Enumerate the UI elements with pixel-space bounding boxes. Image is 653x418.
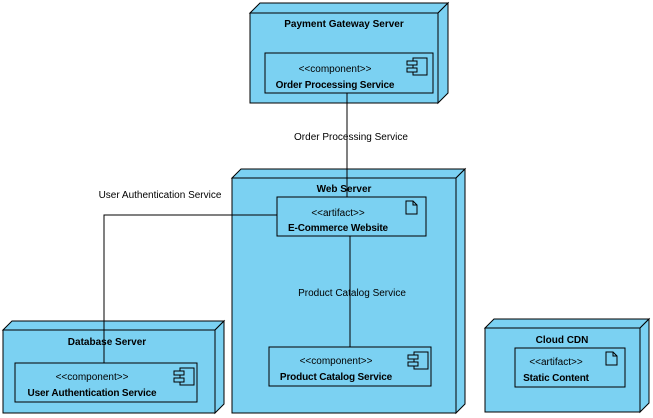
connector-label: User Authentication Service: [99, 190, 222, 201]
node-top-face[interactable]: [1, 320, 226, 331]
artifact-stereotype: <<artifact>>: [311, 208, 365, 219]
component-stereotype: <<component>>: [300, 356, 373, 367]
connector-line[interactable]: [103, 214, 277, 363]
artifact-stereotype: <<artifact>>: [529, 357, 583, 368]
component-stereotype: <<component>>: [299, 64, 372, 75]
connector-label: Order Processing Service: [294, 132, 408, 143]
node-title: Cloud CDN: [536, 335, 589, 346]
node-title: Web Server: [317, 184, 372, 195]
artifact-icon: [605, 351, 618, 366]
component-box[interactable]: [14, 362, 198, 403]
connector-product-catalog-service[interactable]: Product Catalog Service: [298, 236, 406, 347]
artifact-ecommerce-website[interactable]: <<artifact>> E-Commerce Website: [276, 196, 427, 237]
node-top-face[interactable]: [230, 168, 467, 179]
component-name: User Authentication Service: [28, 388, 158, 399]
node-side-face[interactable]: [455, 167, 466, 415]
artifact-static-content[interactable]: <<artifact>> Static Content: [514, 347, 626, 388]
artifact-icon: [405, 200, 418, 215]
connector-user-authentication-service[interactable]: User Authentication Service: [99, 190, 277, 363]
component-icon: [406, 57, 428, 76]
component-product-catalog-service[interactable]: <<component>> Product Catalog Service: [268, 346, 432, 387]
component-icon: [407, 351, 429, 370]
node-side-face[interactable]: [214, 319, 225, 415]
node-web-server[interactable]: Web Server <<artifact>> E-Commerce Websi…: [230, 167, 467, 415]
node-cloud-cdn[interactable]: Cloud CDN <<artifact>> Static Content: [483, 317, 651, 414]
component-box[interactable]: [268, 346, 432, 387]
artifact-box[interactable]: [276, 196, 427, 237]
component-user-authentication-service[interactable]: <<component>> User Authentication Servic…: [14, 362, 198, 403]
node-top-face[interactable]: [248, 2, 450, 14]
component-name: Order Processing Service: [276, 80, 395, 91]
node-title: Database Server: [68, 337, 146, 348]
artifact-name: Static Content: [523, 373, 589, 384]
node-payment-gateway-server[interactable]: Payment Gateway Server <<component>> Ord…: [248, 1, 450, 105]
node-side-face[interactable]: [437, 1, 449, 105]
node-side-face[interactable]: [639, 317, 650, 414]
component-order-processing-service[interactable]: <<component>> Order Processing Service: [264, 52, 434, 94]
node-database-server[interactable]: Database Server <<component>> User Authe…: [1, 319, 226, 415]
component-icon: [173, 367, 195, 386]
component-stereotype: <<component>>: [56, 372, 129, 383]
node-top-face[interactable]: [483, 318, 651, 329]
node-title: Payment Gateway Server: [284, 19, 404, 30]
component-name: Product Catalog Service: [280, 372, 393, 383]
component-box[interactable]: [264, 52, 434, 94]
connector-order-processing-service[interactable]: Order Processing Service: [294, 93, 408, 197]
connector-label: Product Catalog Service: [298, 288, 406, 299]
artifact-name: E-Commerce Website: [288, 223, 389, 234]
